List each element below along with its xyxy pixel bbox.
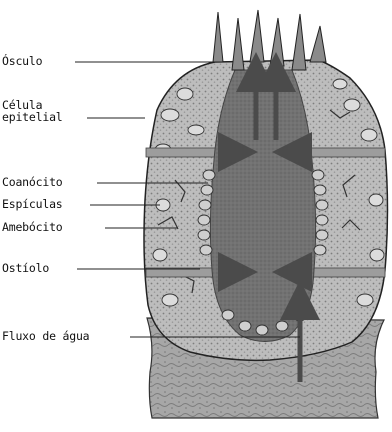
label-amebocito: Amebócito	[2, 221, 63, 233]
label-espiculas: Espículas	[2, 198, 63, 210]
label-coanocito: Coanócito	[2, 176, 63, 188]
label-ostiolo: Ostíolo	[2, 262, 49, 274]
label-fluxo-de-agua: Fluxo de água	[2, 330, 89, 342]
label-osculo: Ósculo	[2, 55, 42, 67]
label-celula-epitelial: Célula epitelial	[2, 99, 63, 123]
